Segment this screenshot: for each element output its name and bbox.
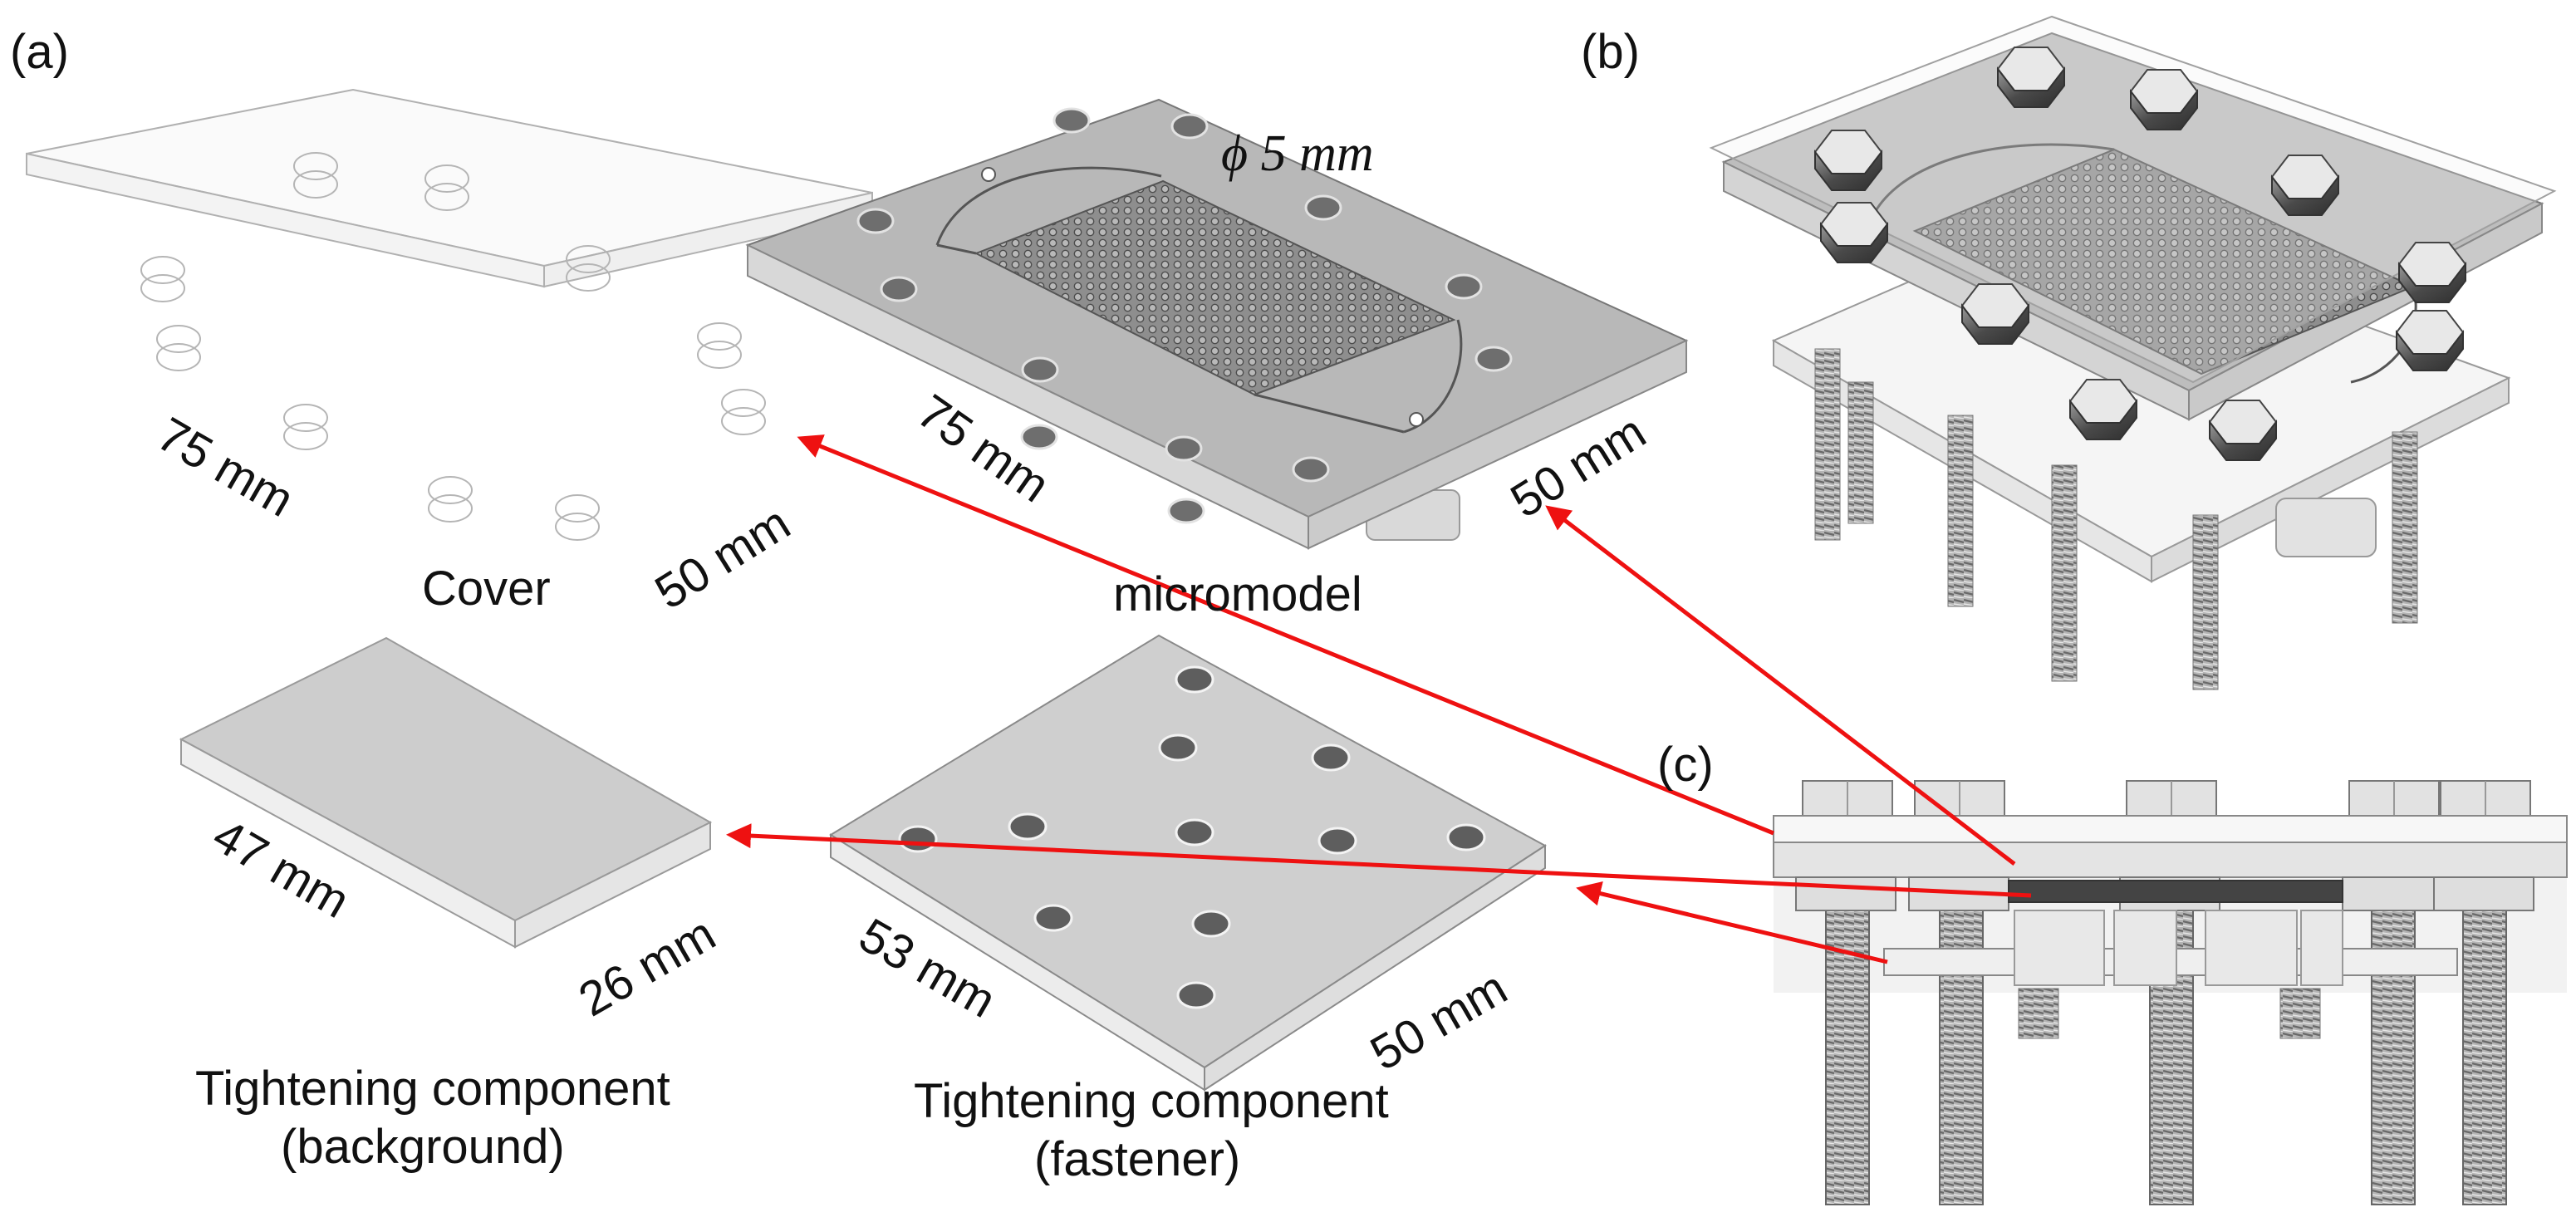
cover-width-label: 50 mm	[645, 496, 799, 620]
arrow-cover	[797, 434, 1774, 836]
panel-label-c: (c)	[1657, 738, 1714, 792]
side-view-spacers	[2014, 910, 2343, 986]
panel-label-b: (b)	[1581, 25, 1640, 79]
fastener-width-label: 50 mm	[1362, 960, 1516, 1081]
fastener-name-label-line1: Tightening component	[914, 1074, 1389, 1128]
pore-network	[974, 179, 1456, 396]
cover-name-label: Cover	[422, 562, 551, 616]
cover-holes	[140, 152, 766, 541]
arrow-fastener	[1576, 881, 1888, 964]
arrow-background	[726, 823, 2032, 898]
side-view-micromodel	[1773, 842, 2568, 878]
arrow-micromodel	[1545, 505, 2016, 866]
transparent-cover	[1709, 15, 2557, 384]
inlet-port	[981, 167, 996, 182]
side-view-assembly	[1773, 780, 2568, 1205]
background-name-label-line1: Tightening component	[195, 1062, 670, 1116]
cover-length-label: 75 mm	[149, 407, 303, 528]
hole-diameter-label: ϕ 5 mm	[1221, 125, 1374, 182]
micromodel-plate	[745, 98, 1689, 550]
cover-plate	[26, 88, 873, 541]
fastener-component	[829, 634, 1547, 1092]
side-view-background-component	[2008, 880, 2343, 903]
micromodel-name-label: micromodel	[1113, 567, 1362, 621]
outlet-port	[2275, 498, 2377, 557]
fastener-holes	[898, 665, 1486, 1009]
threaded-rods	[1814, 348, 2418, 690]
assembled-device	[1709, 15, 2557, 690]
side-view-cover	[1773, 815, 2568, 843]
background-component	[179, 636, 713, 949]
flow-channel	[935, 166, 1463, 434]
outlet-hole	[1409, 412, 1424, 427]
connection-arrows	[726, 434, 2032, 964]
fastener-name-label-line2: (fastener)	[1034, 1132, 1240, 1186]
background-name-label-line2: (background)	[281, 1120, 565, 1174]
micromodel-holes	[856, 107, 1513, 524]
hex-bolts	[1813, 47, 2467, 461]
panel-label-a: (a)	[10, 25, 69, 79]
background-width-label: 26 mm	[570, 906, 724, 1027]
